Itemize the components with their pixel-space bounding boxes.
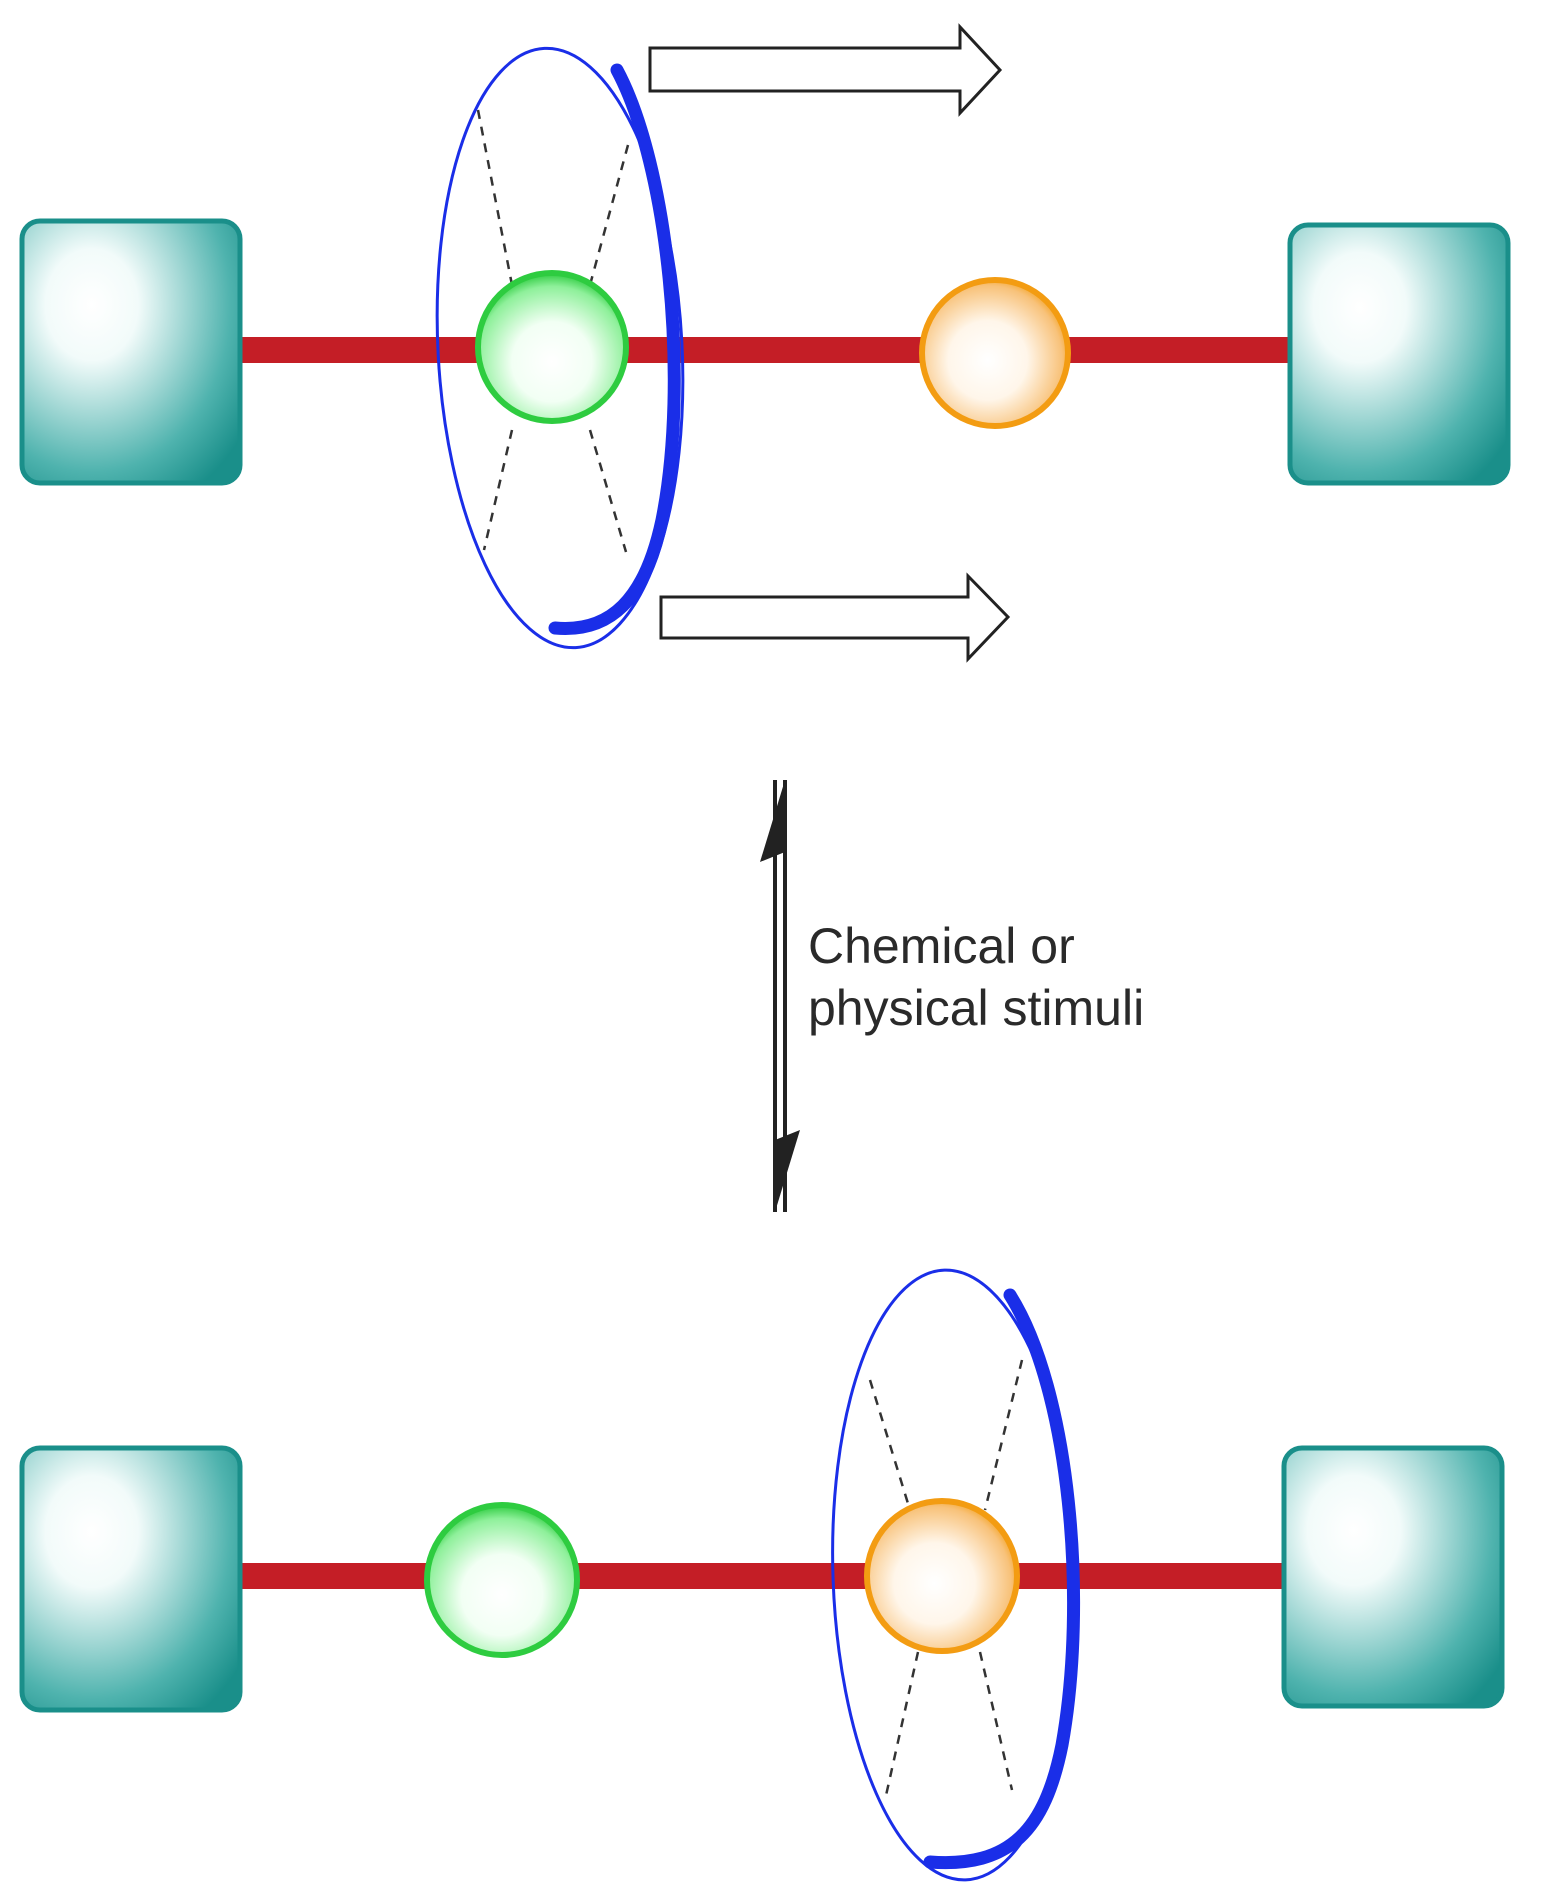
ring-spokes <box>868 1359 1024 1801</box>
rotaxane-state-top <box>19 23 1511 663</box>
station-green <box>424 1502 580 1658</box>
ring-spokes <box>476 109 630 553</box>
station-orange <box>864 1498 1020 1654</box>
station-green <box>475 270 629 424</box>
equilibrium-arrows <box>760 780 800 1212</box>
stopper-right <box>1281 1445 1505 1709</box>
rotaxane-state-bottom <box>19 1268 1505 1882</box>
macrocycle-ring <box>435 46 685 650</box>
stopper-left <box>19 218 243 486</box>
motion-arrow-lower <box>659 572 1011 663</box>
stopper-right <box>1287 222 1511 486</box>
stimuli-label-line2: physical stimuli <box>808 980 1145 1036</box>
macrocycle-ring <box>831 1268 1081 1882</box>
motion-arrow-upper <box>648 23 1003 117</box>
stimuli-label: Chemical or physical stimuli <box>808 915 1144 1039</box>
stopper-left <box>19 1445 243 1713</box>
station-orange <box>919 277 1071 429</box>
stimuli-label-line1: Chemical or <box>808 918 1075 974</box>
